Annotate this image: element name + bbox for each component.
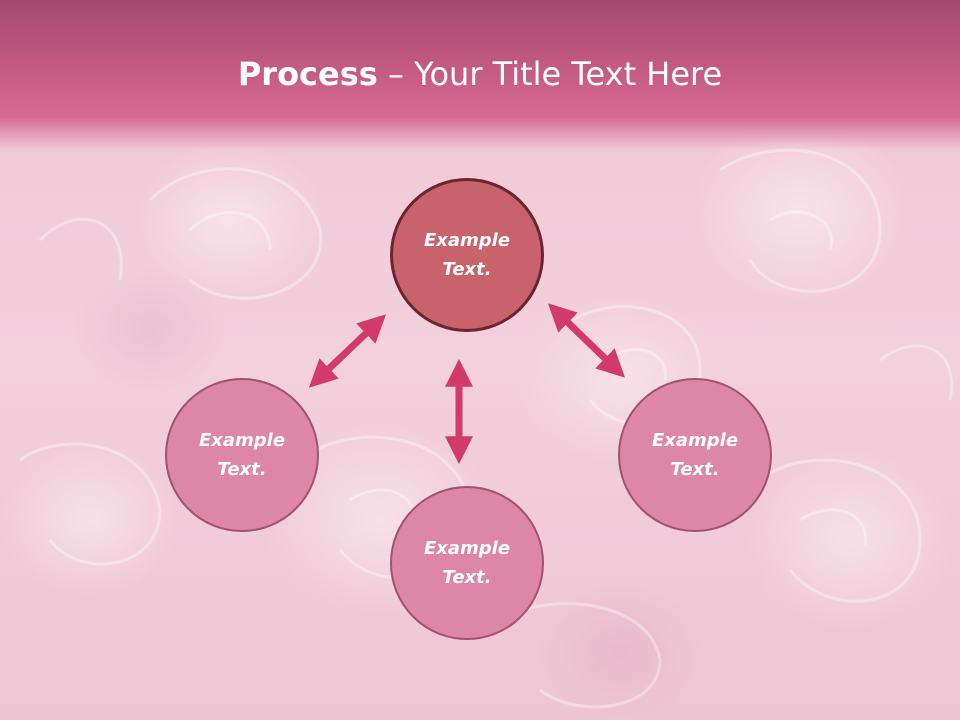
title-bold: Process [237,55,378,93]
slide-title[interactable]: Process – Your Title Text Here [0,54,960,94]
arrow-top-right [547,303,626,378]
node-text: Example Text. [651,430,739,480]
arrow-top-left [308,314,387,388]
node-text: Example Text. [198,430,286,480]
node-text: Example Text. [423,538,511,588]
process-node-top[interactable]: Example Text. [390,178,544,332]
process-node-left[interactable]: Example Text. [165,378,319,532]
node-text: Example Text. [423,230,511,280]
title-bar [0,0,960,150]
process-node-bottom[interactable]: Example Text. [390,486,544,640]
process-node-right[interactable]: Example Text. [618,378,772,532]
title-rest: – Your Title Text Here [377,55,723,93]
